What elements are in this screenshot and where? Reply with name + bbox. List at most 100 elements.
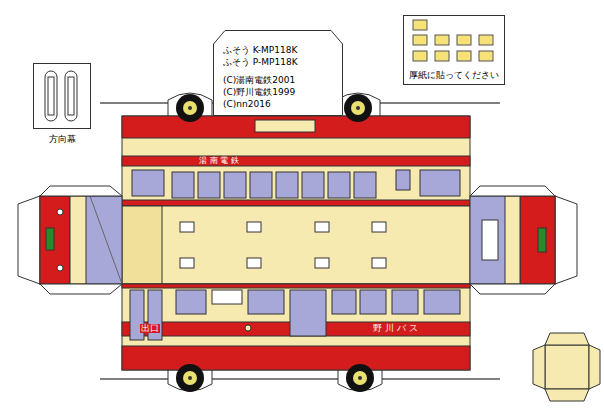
wheels-part	[344, 94, 372, 122]
wheels-part	[183, 101, 197, 115]
sign-sheet-border	[34, 64, 91, 129]
credit-box-text: ふそう K-MP118K	[223, 44, 343, 56]
front-end-panel-part	[70, 196, 86, 284]
rear-end-panel-part	[482, 220, 498, 260]
base-box-net-part	[533, 345, 545, 389]
instruction-border	[404, 16, 505, 85]
lower-side-panel-part	[290, 290, 326, 336]
lower-side-panel	[122, 284, 470, 370]
roof-panel-part	[247, 222, 261, 232]
roof-panel-part	[372, 222, 386, 232]
wheels-part	[188, 376, 192, 380]
rear-end-panel-part	[470, 196, 555, 284]
credit-box: ふそう K-MP118Kふそう P-MP118K (C)湯南電鉄2001(C)野川…	[213, 30, 343, 116]
upper-side-panel-part	[328, 172, 350, 198]
paste-square	[479, 35, 493, 45]
credit-box-text: (C)湯南電鉄2001	[223, 74, 343, 86]
upper-side-panel-part	[122, 200, 470, 206]
paste-square	[435, 51, 449, 61]
upper-side-panel-part	[302, 172, 324, 198]
roof-panel	[122, 206, 470, 284]
destination-sign-sheet: 方向幕	[33, 63, 91, 143]
door-lettering: 出口	[140, 324, 160, 333]
roof-panel-part	[247, 258, 261, 268]
wheels-part	[183, 371, 197, 385]
lower-side-panel-part	[212, 290, 242, 304]
wheels-part	[356, 106, 360, 110]
front-end-panel-part	[90, 196, 122, 284]
rear-end-panel-part	[520, 196, 555, 284]
front-end-panel-part	[57, 265, 63, 271]
front-end-panel-part	[18, 196, 40, 284]
wheels-part	[353, 371, 367, 385]
rear-end-panel-part	[505, 196, 520, 284]
credit-box-text: (C)野川電鉄1999	[223, 86, 343, 98]
credit-box-text: ふそう P-MP118K	[223, 56, 343, 68]
sign-window	[68, 77, 74, 115]
paste-square	[457, 35, 471, 45]
base-box-net-part	[545, 333, 589, 345]
front-end-panel	[18, 186, 122, 294]
lower-side-panel-part	[122, 284, 470, 370]
upper-side-panel-part	[420, 170, 460, 196]
instruction-box-text: 厚紙に貼ってください	[403, 69, 505, 81]
front-end-panel-part	[46, 228, 54, 250]
destination-sign-sheet-text: 方向幕	[33, 133, 91, 145]
wheels	[176, 94, 374, 392]
base-box-net-part	[545, 345, 589, 389]
front-end-panel-part	[40, 196, 70, 284]
credit-tab-shape	[214, 31, 343, 116]
wheels-part	[176, 94, 204, 122]
wheels-part	[188, 106, 192, 110]
paste-square	[457, 51, 471, 61]
front-end-panel-part	[57, 209, 63, 215]
upper-side-panel-part	[276, 172, 298, 198]
upper-side-panel-part	[122, 116, 470, 138]
guide-lines	[100, 103, 500, 379]
paste-square	[413, 51, 427, 61]
base-box-net-part	[589, 345, 600, 389]
upper-side-panel-part	[255, 120, 315, 132]
destination-sign-sheet-outline	[33, 63, 91, 143]
sign-window	[48, 77, 54, 115]
sign-roll-shape	[45, 71, 57, 121]
front-end-panel-part	[40, 186, 122, 196]
lower-side-panel-part	[392, 290, 418, 314]
upper-side-panel-part	[354, 172, 376, 198]
roof-panel-part	[315, 258, 329, 268]
credit-box-text: (C)nn2016	[223, 98, 343, 110]
roof-panel-part	[372, 258, 386, 268]
upper-side-panel-part	[172, 172, 194, 198]
paste-square	[479, 51, 493, 61]
roof-panel-part	[180, 258, 194, 268]
wheels-part	[351, 101, 365, 115]
rear-end-panel-part	[538, 228, 546, 252]
upper-side-panel	[122, 116, 470, 206]
paste-square	[435, 35, 449, 45]
roof-panel-part	[315, 222, 329, 232]
roof-panel-part	[122, 206, 162, 284]
route-lettering: 湯 南 電 鉄	[198, 157, 240, 165]
upper-side-panel-part	[250, 172, 272, 198]
upper-side-panel-part	[122, 116, 470, 206]
lower-side-panel-part	[245, 325, 251, 331]
upper-side-panel-part	[132, 170, 164, 196]
base-box-net	[533, 333, 600, 401]
upper-side-panel-part	[224, 172, 246, 198]
rear-end-panel-part	[555, 196, 577, 284]
rear-end-panel-part	[470, 284, 555, 294]
sign-roll-shape	[65, 71, 77, 121]
company-lettering: 野 川 バ ス	[372, 324, 419, 333]
wheels-part	[176, 364, 204, 392]
instruction-box: 厚紙に貼ってください	[403, 15, 505, 85]
roof-panel-part	[180, 222, 194, 232]
lower-side-panel-part	[424, 290, 460, 314]
upper-side-panel-part	[198, 172, 220, 198]
lower-side-panel-part	[360, 290, 386, 314]
lower-side-panel-part	[122, 284, 470, 288]
lower-side-panel-part	[332, 290, 356, 314]
lower-side-panel-part	[176, 290, 206, 314]
rear-end-panel	[470, 186, 577, 294]
lower-side-panel-part	[248, 290, 284, 314]
